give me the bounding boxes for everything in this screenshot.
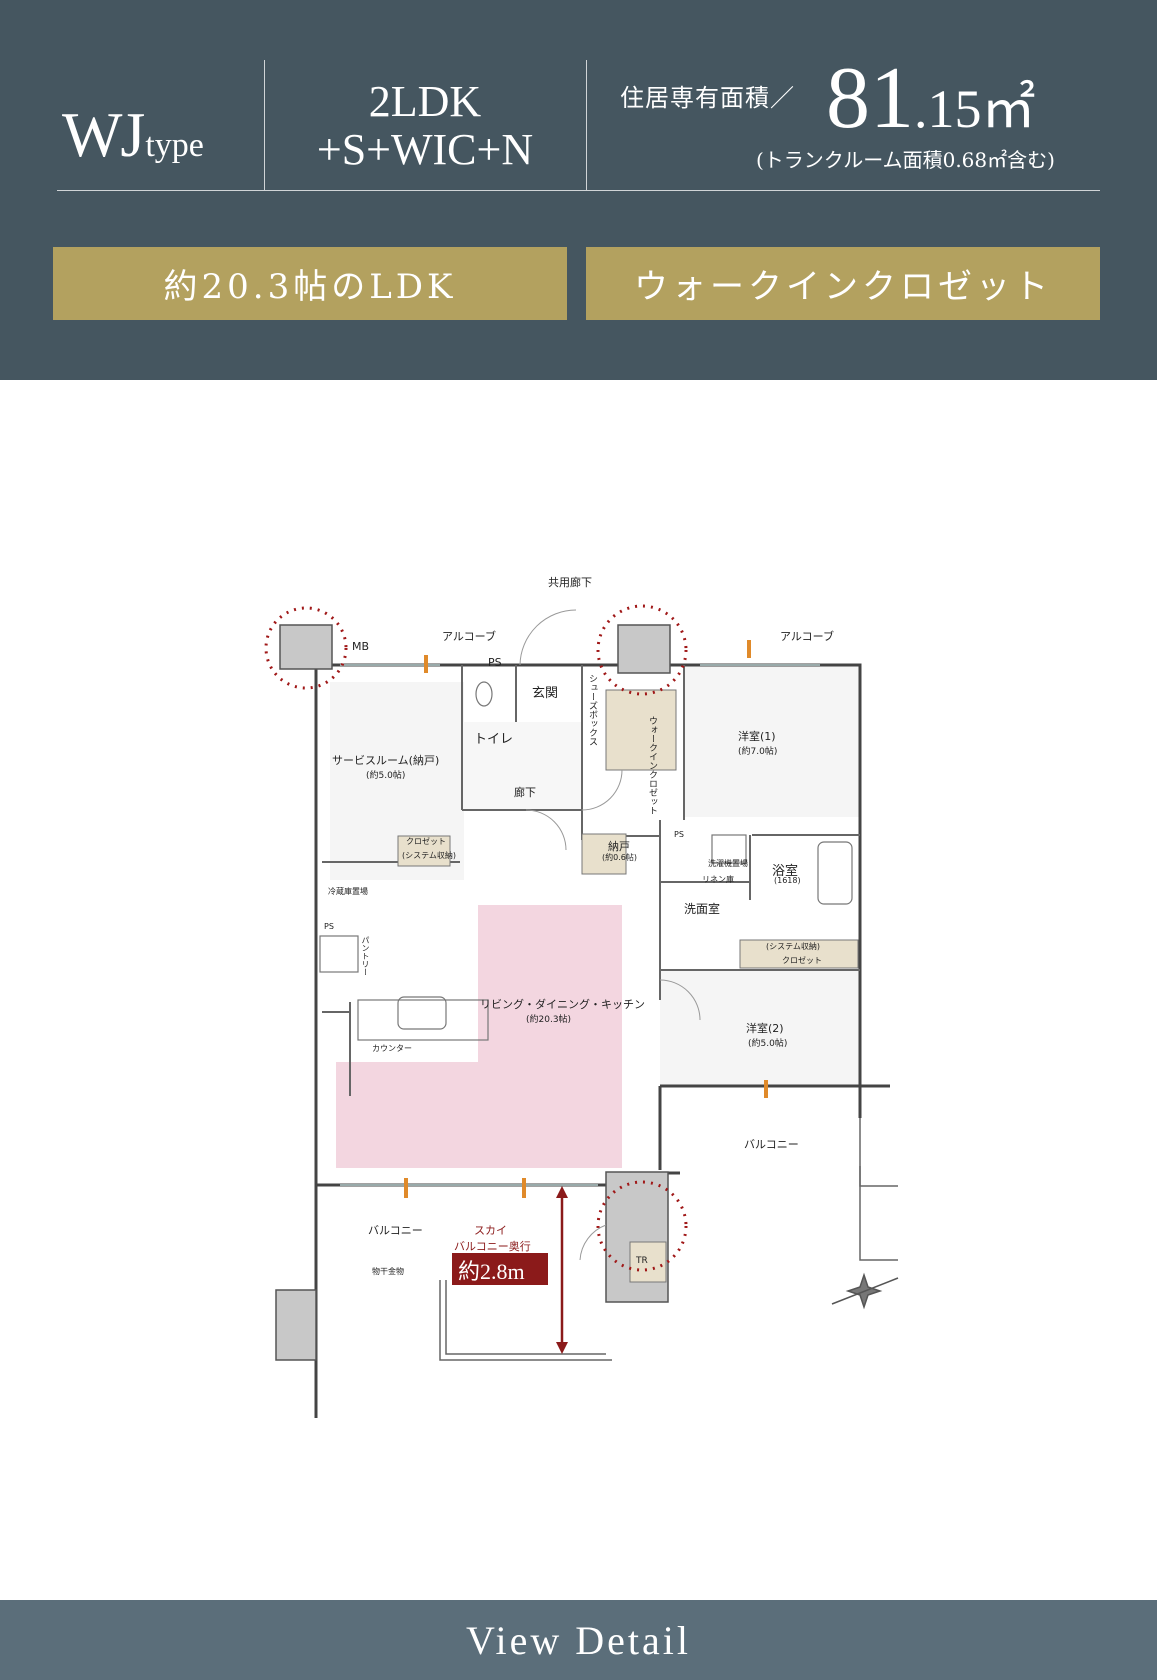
label-wic: ウォークインクロゼット bbox=[647, 716, 657, 815]
type-sub: type bbox=[145, 127, 204, 164]
layout-name: 2LDK +S+WIC+N bbox=[264, 78, 586, 174]
label-service-room: サービスルーム(納戸) bbox=[332, 754, 440, 767]
label-alcove-right: アルコーブ bbox=[780, 630, 835, 643]
area-label: 住居専有面積／ bbox=[620, 84, 795, 112]
layout-line-1: 2LDK bbox=[368, 77, 482, 126]
label-closet-2-sub: (システム収納) bbox=[766, 942, 821, 951]
view-detail-button[interactable]: View Detail bbox=[0, 1600, 1157, 1680]
floor-plan-drawing bbox=[264, 604, 899, 1418]
floor-plan: 共用廊下 アルコーブ アルコーブ MB PS トイレ 玄関 シューズボックス ウ… bbox=[0, 380, 1157, 1600]
label-service-room-size: (約5.0帖) bbox=[366, 771, 406, 781]
area-value: 81.15㎡ bbox=[826, 48, 1036, 149]
label-western-2-size: (約5.0帖) bbox=[748, 1039, 788, 1049]
label-hallway: 廊下 bbox=[514, 786, 536, 799]
label-ldk: リビング・ダイニング・キッチン bbox=[480, 998, 645, 1011]
label-washroom: 洗面室 bbox=[684, 902, 721, 916]
type-name: WJtype bbox=[62, 98, 204, 172]
label-ps-top: PS bbox=[488, 656, 502, 669]
label-sky-balcony-depth: 約2.8m bbox=[458, 1259, 525, 1284]
label-nando: 納戸 bbox=[608, 840, 630, 853]
type-main: WJ bbox=[62, 99, 145, 170]
label-shoes-box: シューズボックス bbox=[587, 674, 597, 746]
label-toilet: トイレ bbox=[474, 732, 514, 747]
label-western-1: 洋室(1) bbox=[738, 730, 776, 743]
divider bbox=[264, 60, 265, 190]
label-linen: リネン庫 bbox=[702, 875, 734, 884]
label-counter: カウンター bbox=[372, 1044, 412, 1053]
label-sky-balcony-1: スカイ bbox=[474, 1224, 507, 1237]
plan-header: WJtype 2LDK +S+WIC+N 住居専有面積／ 81.15㎡ (トラン… bbox=[0, 0, 1157, 380]
label-common-corridor: 共用廊下 bbox=[548, 576, 592, 589]
label-fridge: 冷蔵庫置場 bbox=[328, 887, 368, 896]
ldk-highlight bbox=[478, 905, 622, 1062]
label-closet-2: クロゼット bbox=[782, 956, 822, 965]
label-clothes-hanger: 物干金物 bbox=[372, 1267, 404, 1276]
label-balcony-left: バルコニー bbox=[368, 1224, 423, 1237]
area-dec: .15㎡ bbox=[914, 79, 1036, 139]
label-nando-size: (約0.6帖) bbox=[602, 853, 637, 862]
label-closet: クロゼット bbox=[406, 837, 446, 846]
label-pantry: パントリー bbox=[361, 936, 370, 976]
label-ps-mid: PS bbox=[674, 830, 684, 839]
label-entrance: 玄関 bbox=[532, 686, 559, 701]
divider bbox=[57, 190, 1100, 191]
divider bbox=[586, 60, 587, 190]
label-bath: 浴室 bbox=[772, 864, 799, 879]
label-ps-kitchen: PS bbox=[324, 922, 334, 931]
layout-line-2: +S+WIC+N bbox=[316, 125, 534, 174]
label-ldk-size: (約20.3帖) bbox=[526, 1015, 572, 1025]
label-balcony-right: バルコニー bbox=[744, 1138, 799, 1151]
compass-icon bbox=[831, 1272, 899, 1310]
feature-tag-ldk: 約20.3帖のLDK bbox=[53, 247, 567, 320]
ldk-highlight bbox=[336, 1062, 622, 1168]
label-tr: TR bbox=[636, 1256, 648, 1266]
label-closet-sub: (システム収納) bbox=[402, 851, 457, 860]
label-alcove-left: アルコーブ bbox=[442, 630, 497, 643]
label-sky-balcony-2: バルコニー奥行 bbox=[454, 1240, 531, 1253]
area-note: (トランクルーム面積0.68㎡含む) bbox=[756, 148, 1055, 172]
label-bath-size: (1618) bbox=[774, 876, 801, 885]
label-western-1-size: (約7.0帖) bbox=[738, 747, 778, 757]
feature-tag-wic: ウォークインクロゼット bbox=[586, 247, 1100, 320]
label-western-2: 洋室(2) bbox=[746, 1022, 784, 1035]
area-int: 81 bbox=[826, 50, 914, 147]
depth-badge bbox=[452, 1253, 548, 1285]
label-mb: MB bbox=[352, 640, 370, 653]
label-laundry-place: 洗濯機置場 bbox=[708, 859, 748, 868]
